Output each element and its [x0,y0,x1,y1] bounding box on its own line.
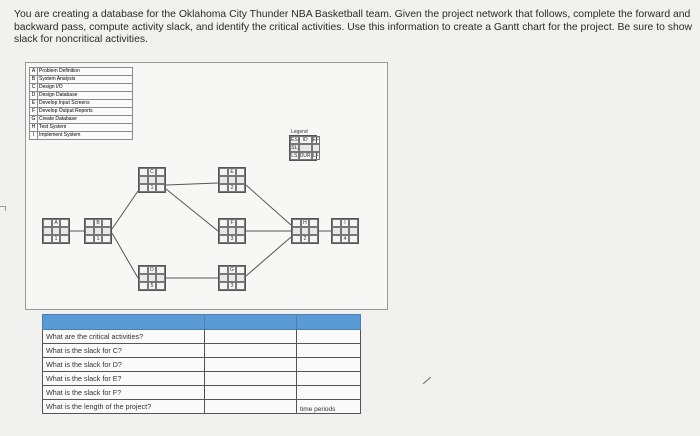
arrow-c-e [165,182,219,186]
node-b: B 1 [84,218,112,244]
arrow-g-h [245,236,292,277]
problem-prompt: You are creating a database for the Okla… [14,9,693,46]
question-row: What are the critical activities? [42,329,361,344]
network-arrows [69,182,331,279]
answer-cell[interactable] [204,357,297,372]
node-a: A 1 [42,218,70,244]
arrow-c-f [165,188,219,232]
question-row: What is the length of the project? time … [42,399,361,414]
answer-cell[interactable] [204,385,297,400]
arrow-b-c [111,190,139,230]
question-row: What is the slack for E? [42,371,361,386]
stray-mark [422,376,432,385]
node-g: G 3 [218,265,246,291]
arrow-e-h [245,184,292,226]
answer-table-header [42,314,361,330]
answer-cell[interactable] [204,329,297,344]
node-i: I 4 [331,218,359,244]
node-c: C 1 [138,167,166,193]
answer-cell[interactable] [204,343,297,358]
edge-mark [0,206,6,211]
question-row: What is the slack for D? [42,357,361,372]
node-f: F 3 [218,218,246,244]
answer-table: What are the critical activities? What i… [42,314,361,414]
arrow-b-d [111,232,139,279]
answer-cell[interactable] [204,399,297,414]
node-h: H 2 [291,218,319,244]
legend-node: ES ID EF SL LS DUR LF [289,135,320,161]
question-row: What is the slack for C? [42,343,361,358]
node-e: E 2 [218,167,246,193]
legend-title: Legend [291,129,308,135]
question-row: What is the slack for F? [42,385,361,400]
node-d: D 5 [138,265,166,291]
answer-cell[interactable] [204,371,297,386]
